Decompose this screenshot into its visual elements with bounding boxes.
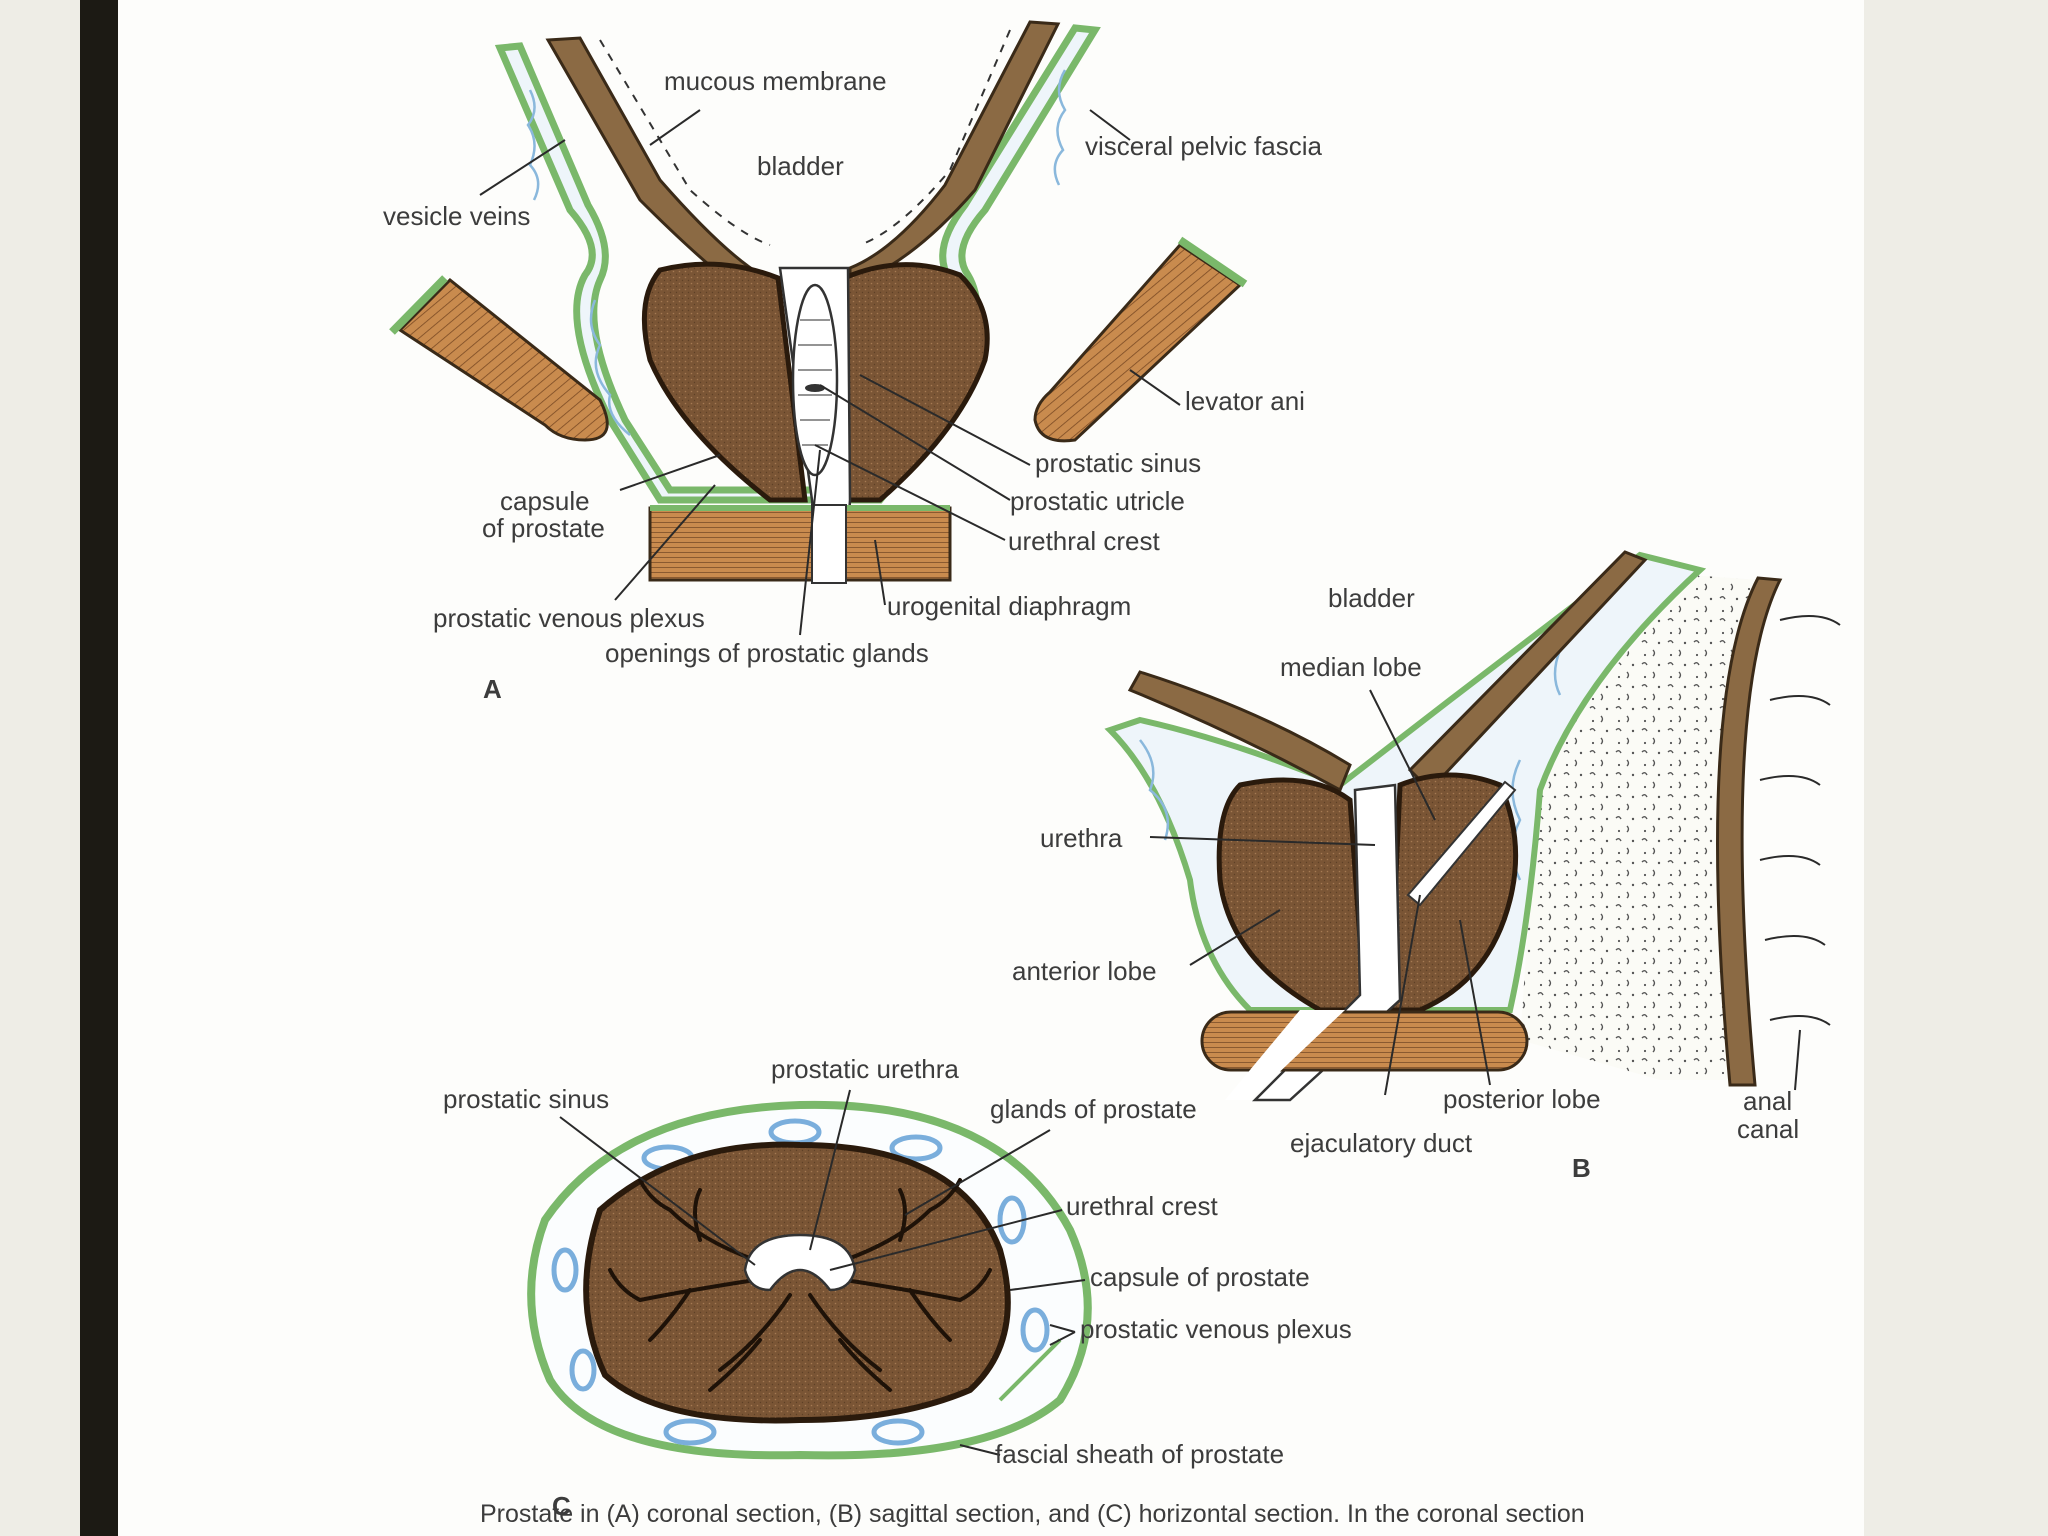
label-a-urogenital-diaphragm: urogenital diaphragm (887, 591, 1131, 621)
label-a-prostatic-sinus: prostatic sinus (1035, 448, 1201, 478)
label-a-levator-ani: levator ani (1185, 386, 1305, 416)
label-c-fascial-sheath-of-prostate: fascial sheath of prostate (995, 1439, 1284, 1469)
panel-c-prostate-body (583, 1141, 1011, 1424)
panel-a-prostate-right-lobe (837, 262, 990, 503)
panel-c-horizontal-section: prostatic sinus prostatic urethra glands… (443, 1054, 1352, 1521)
panel-b-perirectal-fat (1520, 575, 1760, 1080)
label-b-anterior-lobe: anterior lobe (1012, 956, 1157, 986)
panel-b-median-posterior-lobe (1387, 772, 1519, 1013)
panel-a-levator-ani-right (1033, 243, 1243, 443)
label-b-anal-line1: anal (1743, 1086, 1792, 1116)
panel-a-membranous-urethra (811, 504, 847, 584)
panel-a-coronal-section: mucous membrane bladder visceral pelvic … (383, 20, 1323, 704)
label-b-median-lobe: median lobe (1280, 652, 1422, 682)
panel-c-prostatic-urethra (743, 1233, 857, 1292)
panel-a-levator-ani-left (397, 277, 609, 442)
panel-b-bladder-wall-anterior (1127, 670, 1352, 793)
label-b-anal-line2: canal (1737, 1114, 1799, 1144)
label-a-capsule-line1: capsule (500, 486, 590, 516)
label-a-capsule-line2: of prostate (482, 513, 605, 543)
panel-c-venous-plexus (551, 1118, 1050, 1446)
panel-c-sheath-detail (998, 1338, 1062, 1402)
panel-a-prostate-left-lobe (641, 261, 808, 503)
panel-b-urethra-passage (1225, 1010, 1345, 1100)
panel-a-vein-lines-left (526, 89, 631, 436)
label-b-posterior-lobe: posterior lobe (1443, 1084, 1601, 1114)
panel-a-mucous-membrane (599, 39, 771, 246)
panel-b-anal-canal-wall (1716, 576, 1783, 1087)
label-a-prostatic-utricle: prostatic utricle (1010, 486, 1185, 516)
figure-caption: Prostate in (A) coronal section, (B) sag… (480, 1500, 1585, 1528)
label-c-prostatic-urethra: prostatic urethra (771, 1054, 959, 1084)
label-c-glands-of-prostate: glands of prostate (990, 1094, 1197, 1124)
panel-a-crest-lines (798, 319, 832, 446)
label-a-mucous-membrane: mucous membrane (664, 66, 887, 96)
panel-a-urogenital-diaphragm (648, 506, 952, 582)
panel-a-letter: A (483, 674, 502, 704)
label-a-openings-of-prostatic-glands: openings of prostatic glands (605, 638, 929, 668)
label-a-bladder: bladder (757, 151, 844, 181)
panel-c-gland-ducts (608, 1178, 992, 1392)
label-a-vesicle-veins: vesicle veins (383, 201, 530, 231)
label-b-bladder: bladder (1328, 583, 1415, 613)
label-c-prostatic-venous-plexus: prostatic venous plexus (1080, 1314, 1352, 1344)
label-b-urethra: urethra (1040, 823, 1123, 853)
panel-a-levator-fascia-right (1177, 236, 1248, 288)
label-c-capsule-of-prostate: capsule of prostate (1090, 1262, 1310, 1292)
left-border-bar (80, 0, 118, 1536)
label-a-prostatic-venous-plexus: prostatic venous plexus (433, 603, 705, 633)
panel-c-leader-lines (559, 1089, 1086, 1456)
panel-a-levator-fascia-left (389, 275, 448, 335)
panel-b-anal-folds (1759, 615, 1841, 1026)
panel-c-letter: C (552, 1491, 571, 1521)
label-c-urethral-crest: urethral crest (1066, 1191, 1218, 1221)
panel-a-urethral-crest (791, 283, 839, 477)
label-a-visceral-pelvic-fascia: visceral pelvic fascia (1085, 131, 1323, 161)
panel-a-leader-lines (479, 109, 1181, 636)
panel-b-ejaculatory-duct (1406, 780, 1517, 907)
panel-b-sagittal-section: bladder median lobe urethra anterior lob… (1012, 550, 1841, 1183)
panel-b-letter: B (1572, 1153, 1591, 1183)
panel-b-anterior-lobe (1216, 777, 1368, 1013)
label-c-prostatic-sinus: prostatic sinus (443, 1084, 609, 1114)
panel-b-leader-lines (1149, 689, 1801, 1096)
label-b-ejaculatory-duct: ejaculatory duct (1290, 1128, 1473, 1158)
panel-a-mucous-membrane-right (859, 29, 1011, 246)
label-a-urethral-crest: urethral crest (1008, 526, 1160, 556)
